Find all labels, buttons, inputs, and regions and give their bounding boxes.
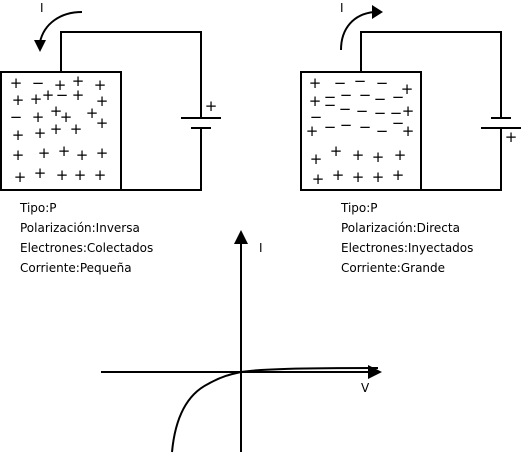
right-current-arrowhead	[372, 5, 383, 19]
hole-plus-sign: +	[352, 146, 365, 164]
hole-plus-sign: +	[54, 76, 67, 94]
left-battery-plus: +	[205, 97, 218, 115]
electron-minus-sign: −	[374, 90, 387, 108]
right-semiconductor-block	[300, 71, 422, 191]
hole-plus-sign: +	[309, 74, 322, 92]
electron-minus-sign: −	[392, 88, 405, 106]
electron-minus-sign: −	[340, 116, 353, 134]
electron-minus-sign: −	[340, 86, 353, 104]
left-info-polarizacion: Polarización:Inversa	[20, 221, 140, 235]
hole-plus-sign: +	[32, 108, 45, 126]
hole-plus-sign: +	[94, 166, 107, 184]
iv-graph: I V	[101, 230, 382, 453]
voltage-axis-label: V	[361, 381, 370, 395]
hole-plus-sign: +	[96, 114, 109, 132]
hole-plus-sign: +	[12, 126, 25, 144]
left-current-arrowhead	[34, 40, 46, 52]
hole-plus-sign: +	[96, 144, 109, 162]
hole-plus-sign: +	[60, 108, 73, 126]
left-circuit-wire	[60, 31, 202, 191]
hole-plus-sign: +	[50, 102, 63, 120]
hole-plus-sign: +	[86, 104, 99, 122]
iv-characteristic-curve	[171, 367, 379, 453]
left-circuit: + +−++++++−++−+++++++++++++++++++ I	[0, 1, 221, 191]
electron-minus-sign: −	[359, 118, 372, 136]
electron-minus-sign: −	[354, 72, 367, 90]
electron-minus-sign: −	[334, 74, 347, 92]
hole-plus-sign: +	[394, 146, 407, 164]
electron-minus-sign: −	[324, 118, 337, 136]
electron-minus-sign: −	[324, 96, 337, 114]
hole-plus-sign: +	[14, 168, 27, 186]
hole-plus-sign: +	[96, 92, 109, 110]
hole-plus-sign: +	[12, 91, 25, 109]
hole-plus-sign: +	[332, 166, 345, 184]
right-circuit: + +−−−++−−−−−−−−−−−++−−−−−+++++++++++ I	[300, 1, 521, 191]
hole-plus-sign: +	[58, 142, 71, 160]
right-info-polarizacion: Polarización:Directa	[341, 221, 460, 235]
right-info-tipo: Tipo:P	[340, 201, 378, 215]
hole-plus-sign: +	[10, 74, 23, 92]
electron-minus-sign: −	[359, 86, 372, 104]
hole-plus-sign: +	[309, 92, 322, 110]
hole-plus-sign: +	[50, 120, 63, 138]
left-info-corriente: Corriente:Pequeña	[20, 261, 132, 275]
electron-minus-sign: −	[390, 104, 403, 122]
electron-minus-sign: −	[356, 102, 369, 120]
hole-plus-sign: +	[306, 122, 319, 140]
hole-plus-sign: +	[94, 76, 107, 94]
right-battery-plus: +	[505, 128, 518, 146]
right-circuit-wire	[360, 31, 502, 191]
left-charge-carriers: +−++++++−++−+++++++++++++++++++	[10, 72, 109, 186]
hole-plus-sign: +	[372, 168, 385, 186]
left-semiconductor-block	[0, 71, 122, 191]
hole-plus-sign: +	[310, 150, 323, 168]
hole-plus-sign: +	[402, 122, 415, 140]
left-info-electrones: Electrones:Colectados	[20, 241, 153, 255]
hole-plus-sign: +	[70, 120, 83, 138]
current-axis-arrowhead	[234, 230, 248, 244]
hole-plus-sign: +	[372, 148, 385, 166]
hole-plus-sign: +	[76, 146, 89, 164]
hole-plus-sign: +	[352, 168, 365, 186]
electron-minus-sign: −	[324, 88, 337, 106]
right-current-label: I	[340, 1, 344, 15]
hole-plus-sign: +	[72, 72, 85, 90]
electron-minus-sign: −	[392, 114, 405, 132]
hole-plus-sign: +	[72, 86, 85, 104]
hole-plus-sign: +	[56, 166, 69, 184]
electron-minus-sign: −	[10, 108, 23, 126]
hole-plus-sign: +	[30, 90, 43, 108]
left-current-label: I	[40, 1, 44, 15]
right-current-arrow	[340, 11, 375, 51]
hole-plus-sign: +	[312, 170, 325, 188]
left-current-arrow	[39, 11, 83, 43]
hole-plus-sign: +	[330, 142, 343, 160]
electron-minus-sign: −	[374, 104, 387, 122]
hole-plus-sign: +	[401, 80, 414, 98]
hole-plus-sign: +	[392, 166, 405, 184]
electron-minus-sign: −	[339, 100, 352, 118]
electron-minus-sign: −	[376, 122, 389, 140]
hole-plus-sign: +	[12, 146, 25, 164]
hole-plus-sign: +	[34, 164, 47, 182]
hole-plus-sign: +	[34, 124, 47, 142]
hole-plus-sign: +	[402, 102, 415, 120]
current-axis-label: I	[259, 241, 263, 255]
electron-minus-sign: −	[56, 86, 69, 104]
right-charge-carriers: +−−−++−−−−−−−−−−−++−−−−−+++++++++++	[306, 72, 415, 188]
electron-minus-sign: −	[376, 74, 389, 92]
right-info-electrones: Electrones:Inyectados	[341, 241, 473, 255]
hole-plus-sign: +	[74, 166, 87, 184]
left-info-tipo: Tipo:P	[19, 201, 57, 215]
right-info-corriente: Corriente:Grande	[341, 261, 445, 275]
hole-plus-sign: +	[42, 86, 55, 104]
hole-plus-sign: +	[38, 144, 51, 162]
electron-minus-sign: −	[32, 74, 45, 92]
electron-minus-sign: −	[310, 108, 323, 126]
